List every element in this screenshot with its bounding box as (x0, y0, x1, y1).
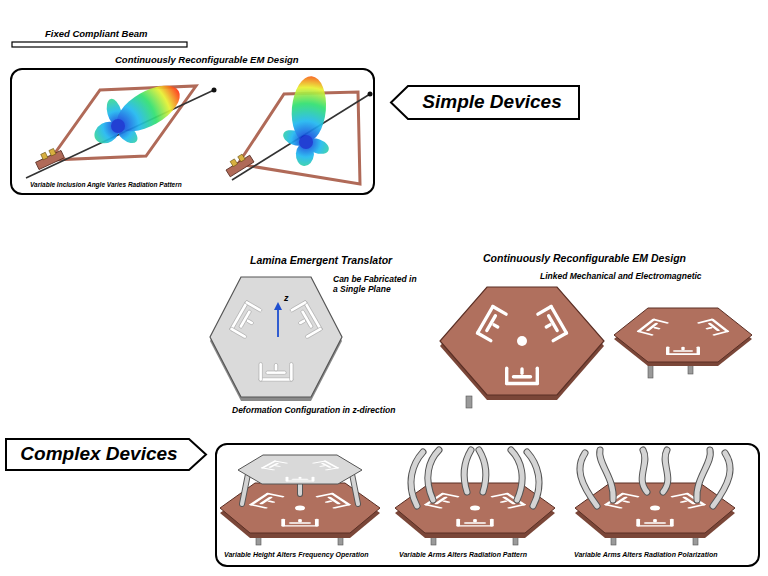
mount-post (49, 148, 56, 156)
arm-strip (411, 450, 539, 506)
panel-heading: Continuously Reconfigurable EM Design (115, 54, 299, 65)
note: Linked Mechanical and Electromagnetic (540, 271, 702, 281)
bolt (648, 364, 653, 378)
device-panel: Continuously Reconfigurable EM DesignVar… (10, 68, 375, 195)
variable-arms-device (575, 450, 735, 545)
figure-caption: Variable Arms Alters Radiation Pattern (399, 551, 527, 559)
antenna-mount (223, 151, 254, 177)
main-lobe (289, 75, 329, 144)
copper-plate (614, 308, 752, 362)
figure-caption: Variable Arms Alters Radiation Polarizat… (574, 551, 718, 559)
slot-pattern (290, 300, 323, 339)
section-arrow: Simple Devices (390, 85, 580, 120)
rod-end (368, 92, 373, 97)
copper-base (575, 483, 735, 545)
z-axis-arrow (277, 309, 279, 337)
arrowhead (274, 302, 282, 310)
bolt (466, 396, 472, 408)
radiation-pattern (90, 76, 187, 147)
rod-end (212, 88, 217, 93)
slot-pattern (260, 460, 288, 470)
arrow-outline (6, 439, 206, 470)
slot-pattern (666, 346, 700, 354)
copper-design-tilted (614, 308, 752, 378)
antenna-rod (26, 90, 214, 178)
note: Can be Fabricated in a Single Plane (333, 274, 423, 294)
main-lobe (110, 76, 188, 140)
mount-post (41, 152, 48, 160)
slot-pattern (229, 300, 262, 339)
plate (210, 277, 342, 397)
copper-plate (440, 287, 604, 395)
figure-heading: Continuously Reconfigurable EM Design (483, 252, 686, 265)
variable-height-device (220, 455, 380, 545)
lamina-translator (210, 277, 342, 401)
raised-plate (238, 455, 362, 484)
axis-label: z (283, 293, 290, 304)
note: Deformation Configuration in z-direction (232, 405, 395, 415)
arm-strip (580, 450, 730, 506)
antenna-mount (34, 146, 65, 170)
figure-heading: Lamina Emergent Translator (250, 254, 392, 267)
figure-caption: Variable Inclusion Angle Varies Radiatio… (30, 181, 182, 189)
copper-base (395, 483, 555, 545)
variable-arms-device (395, 450, 555, 545)
section-title: Complex Devices (20, 443, 177, 466)
slot-pattern (259, 363, 293, 382)
antenna-right (223, 75, 372, 184)
part-name: Fixed Compliant Beam (45, 28, 147, 39)
slot-pattern (312, 460, 340, 470)
slot-pattern (697, 318, 730, 335)
slot-pattern (536, 304, 569, 343)
slot-pattern (286, 477, 315, 482)
slot-pattern (475, 304, 508, 343)
pattern-center (299, 135, 313, 149)
slot-pattern (505, 367, 539, 386)
arm-outline (411, 450, 539, 506)
radiation-pattern (281, 75, 331, 167)
section-arrow: Complex Devices (5, 438, 207, 471)
copper-design (440, 287, 604, 408)
section-title: Simple Devices (422, 91, 561, 114)
antenna-left (26, 76, 217, 178)
arrow-outline (391, 86, 579, 119)
mount-post (238, 154, 245, 162)
slot-pattern (636, 318, 669, 335)
compliant-beam (12, 42, 187, 47)
arm-outline (580, 450, 730, 506)
mount-post (230, 159, 237, 167)
pattern-center (111, 119, 125, 133)
figure-caption: Variable Height Alters Frequency Operati… (224, 551, 369, 559)
center-hole (517, 336, 527, 346)
device-panel: Variable Height Alters Frequency Operati… (215, 443, 760, 567)
